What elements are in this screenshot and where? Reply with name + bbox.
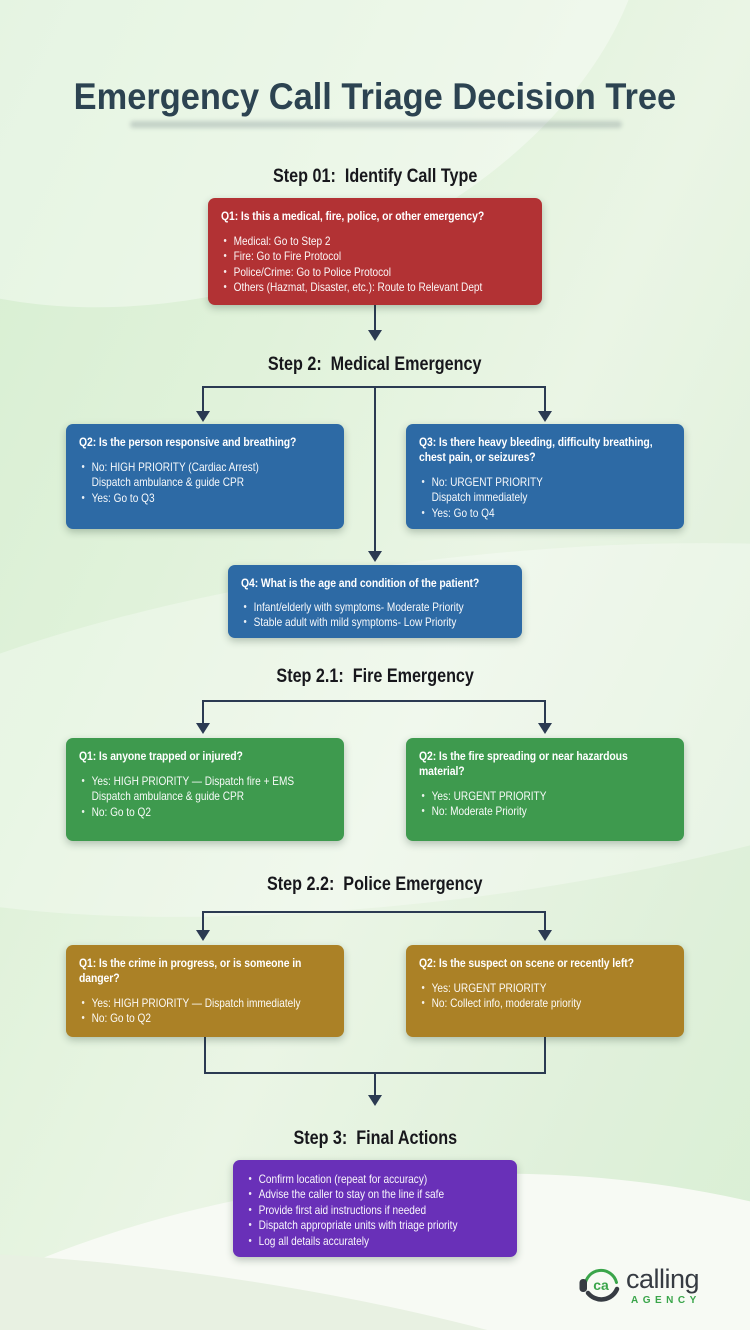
bullet-line: Yes: URGENT PRIORITY xyxy=(419,981,671,997)
connector-line xyxy=(544,1037,546,1074)
box-medical-q3-title: Q3: Is there heavy bleeding, difficulty … xyxy=(419,435,653,464)
logo-monogram: ca xyxy=(593,1277,609,1293)
page-title: Emergency Call Triage Decision Tree xyxy=(0,76,750,118)
bullet-line: No: HIGH PRIORITY (Cardiac Arrest) xyxy=(79,460,331,476)
continuation-line: Dispatch ambulance & guide CPR xyxy=(91,475,245,490)
box-medical-q4-title: Q4: What is the age and condition of the… xyxy=(241,576,480,590)
bullet-line: No: Go to Q2 xyxy=(79,1011,331,1027)
continuation-line: Dispatch ambulance & guide CPR xyxy=(91,789,245,804)
bullet-line: Dispatch appropriate units with triage p… xyxy=(246,1218,504,1234)
arrow-down-icon xyxy=(368,551,382,562)
connector-line xyxy=(202,386,546,388)
box-medical-q2: Q2: Is the person responsive and breathi… xyxy=(66,424,344,529)
bullet-line: No: Go to Q2 xyxy=(79,805,331,821)
step-3-heading: Step 3: Final Actions xyxy=(293,1128,457,1149)
connector-line xyxy=(204,1037,206,1074)
bullet-line: Yes: Go to Q4 xyxy=(419,506,671,522)
continuation-line: Dispatch immediately xyxy=(431,490,528,505)
arrow-down-icon xyxy=(196,723,210,734)
bullet-line: Others (Hazmat, Disaster, etc.): Route t… xyxy=(221,280,529,296)
box-fire-q1-title: Q1: Is anyone trapped or injured? xyxy=(79,749,243,763)
bullet-line: Stable adult with mild symptoms- Low Pri… xyxy=(241,615,509,631)
step-2-heading: Step 2: Medical Emergency xyxy=(268,354,482,375)
arrow-down-icon xyxy=(538,930,552,941)
box-medical-q4: Q4: What is the age and condition of the… xyxy=(228,565,522,638)
connector-line xyxy=(202,700,204,724)
box-police-q2-title: Q2: Is the suspect on scene or recently … xyxy=(419,956,634,970)
box-fire-q1: Q1: Is anyone trapped or injured? Yes: H… xyxy=(66,738,344,841)
box-fire-q2: Q2: Is the fire spreading or near hazard… xyxy=(406,738,684,841)
connector-line xyxy=(544,386,546,412)
bullet-line: No: Moderate Priority xyxy=(419,804,671,820)
bullet-line: Yes: HIGH PRIORITY — Dispatch fire + EMS xyxy=(79,774,331,790)
page-title-text: Emergency Call Triage Decision Tree xyxy=(73,76,677,117)
headset-monogram-icon: ca xyxy=(579,1269,620,1302)
bullet-line: Yes: HIGH PRIORITY — Dispatch immediatel… xyxy=(79,996,331,1012)
box-police-q1-title: Q1: Is the crime in progress, or is some… xyxy=(79,956,302,985)
connector-line xyxy=(202,386,204,412)
box-medical-q3: Q3: Is there heavy bleeding, difficulty … xyxy=(406,424,684,529)
connector-line xyxy=(544,911,546,932)
connector-line xyxy=(202,911,546,913)
arrow-down-icon xyxy=(368,330,382,341)
step-2-1-heading: Step 2.1: Fire Emergency xyxy=(276,666,474,687)
title-underline-decoration xyxy=(130,121,622,128)
connector-line xyxy=(374,388,376,552)
logo-tagline: AGENCY xyxy=(631,1295,701,1306)
connector-line xyxy=(202,700,546,702)
bullet-line: Yes: URGENT PRIORITY xyxy=(419,789,671,805)
arrow-down-icon xyxy=(368,1095,382,1106)
box-final-actions: Confirm location (repeat for accuracy) A… xyxy=(233,1160,517,1257)
step-1-heading: Step 01: Identify Call Type xyxy=(272,166,478,187)
bullet-line: Infant/elderly with symptoms- Moderate P… xyxy=(241,600,509,616)
box-call-type-title: Q1: Is this a medical, fire, police, or … xyxy=(221,209,485,223)
bullet-line: No: Collect info, moderate priority xyxy=(419,996,671,1012)
logo: ca calling AGENCY xyxy=(578,1262,738,1312)
bullet-line: Fire: Go to Fire Protocol xyxy=(221,249,529,265)
connector-line xyxy=(374,1074,376,1096)
connector-line xyxy=(202,911,204,932)
box-police-q1: Q1: Is the crime in progress, or is some… xyxy=(66,945,344,1037)
arrow-down-icon xyxy=(538,723,552,734)
box-medical-q2-title: Q2: Is the person responsive and breathi… xyxy=(79,435,297,449)
connector-line xyxy=(374,305,376,331)
arrow-down-icon xyxy=(196,930,210,941)
box-police-q2: Q2: Is the suspect on scene or recently … xyxy=(406,945,684,1037)
box-fire-q2-title: Q2: Is the fire spreading or near hazard… xyxy=(419,749,628,778)
box-call-type: Q1: Is this a medical, fire, police, or … xyxy=(208,198,542,305)
bullet-line: Police/Crime: Go to Police Protocol xyxy=(221,265,529,281)
bullet-line: Log all details accurately xyxy=(246,1234,504,1250)
connector-line xyxy=(204,1072,546,1074)
step-2-2-heading: Step 2.2: Police Emergency xyxy=(267,874,483,895)
bullet-line: Provide first aid instructions if needed xyxy=(246,1203,504,1219)
arrow-down-icon xyxy=(538,411,552,422)
connector-line xyxy=(544,700,546,724)
bullet-line: No: URGENT PRIORITY xyxy=(419,475,671,491)
bullet-line: Yes: Go to Q3 xyxy=(79,491,331,507)
bullet-line: Advise the caller to stay on the line if… xyxy=(246,1187,504,1203)
logo-name: calling xyxy=(626,1264,700,1294)
bullet-line: Medical: Go to Step 2 xyxy=(221,234,529,250)
arrow-down-icon xyxy=(196,411,210,422)
bullet-line: Confirm location (repeat for accuracy) xyxy=(246,1172,504,1188)
